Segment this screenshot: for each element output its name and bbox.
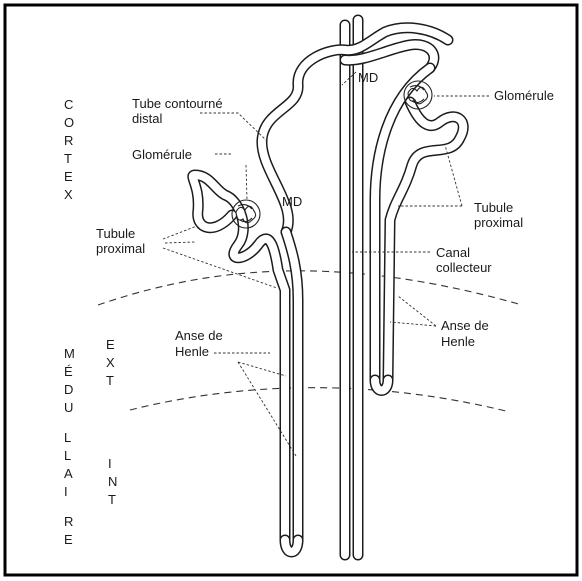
zone-letter: D [64,382,73,397]
zone-letter: E [64,169,73,184]
canal-collecteur-label-2: collecteur [436,260,492,275]
canal-collecteur-label: Canal [436,245,470,260]
zone-letter: T [64,151,72,166]
zone-letter: É [64,364,73,379]
tubule-proximal-right-label-2: proximal [474,215,523,230]
zone-letter: X [64,187,73,202]
zone-letter: A [64,466,73,481]
outer-inner-medulla-boundary [130,388,510,412]
glomerule-left-label: Glomérule [132,147,192,162]
anse-henle-right-label-2: Henle [441,334,475,349]
zone-letter: E [64,532,73,547]
tube-contourne-distal-label: Tube contourné [132,96,223,111]
tubule-proximal-right-label: Tubule [474,200,513,215]
zone-letter: X [106,355,115,370]
tubule-proximal-left-label-2: proximal [96,241,145,256]
collecting-duct [345,20,358,555]
zone-letter: N [108,474,117,489]
anse-henle-left-label: Anse de [175,328,223,343]
glomerule-right-label: Glomérule [494,88,554,103]
cortex-zone-label: C O R T E X [64,97,74,202]
anse-henle-left-label-2: Henle [175,344,209,359]
zone-letter: M [64,346,75,361]
medullaire-zone-label: M É D U L L A I R E [64,346,75,547]
ext-zone-label: E X T [106,337,115,388]
zone-letter: E [106,337,115,352]
tube-contourne-distal-label-2: distal [132,111,162,126]
zone-letter: T [106,373,114,388]
tubule-proximal-left-label: Tubule [96,226,135,241]
cortex-medulla-boundary [98,271,522,305]
zone-letter: R [64,133,73,148]
zone-letter: R [64,514,73,529]
zone-letter: L [64,448,71,463]
zone-letter: C [64,97,73,112]
int-zone-label: I N T [108,456,117,507]
zone-letter: I [108,456,112,471]
left-nephron [193,175,298,552]
anse-henle-right-label: Anse de [441,318,489,333]
figure-frame [5,5,577,575]
zone-letter: T [108,492,116,507]
md-left-label: MD [282,194,302,209]
zone-letter: U [64,400,73,415]
zone-letter: I [64,484,68,499]
md-right-label: MD [358,70,378,85]
zone-letter: O [64,115,74,130]
zone-letter: L [64,430,71,445]
